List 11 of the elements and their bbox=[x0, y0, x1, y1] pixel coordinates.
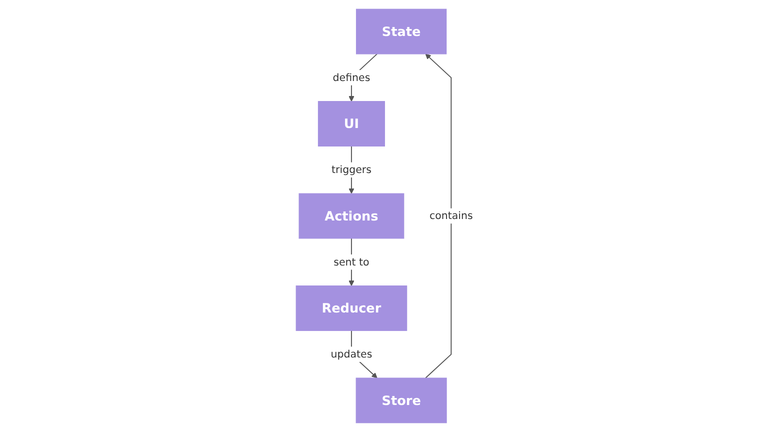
edge-label: triggers bbox=[330, 163, 371, 176]
edge-label: sent to bbox=[333, 256, 369, 268]
arrow bbox=[424, 54, 452, 378]
node-box: Reducer bbox=[295, 286, 407, 331]
edge-label: contains bbox=[428, 210, 472, 222]
node-box: UI bbox=[317, 101, 384, 146]
node-box: Store bbox=[355, 378, 446, 424]
node-box: State bbox=[355, 8, 446, 54]
node-box: Actions bbox=[298, 193, 404, 239]
edge-label: updates bbox=[330, 348, 372, 360]
edge-label: defines bbox=[332, 71, 370, 84]
